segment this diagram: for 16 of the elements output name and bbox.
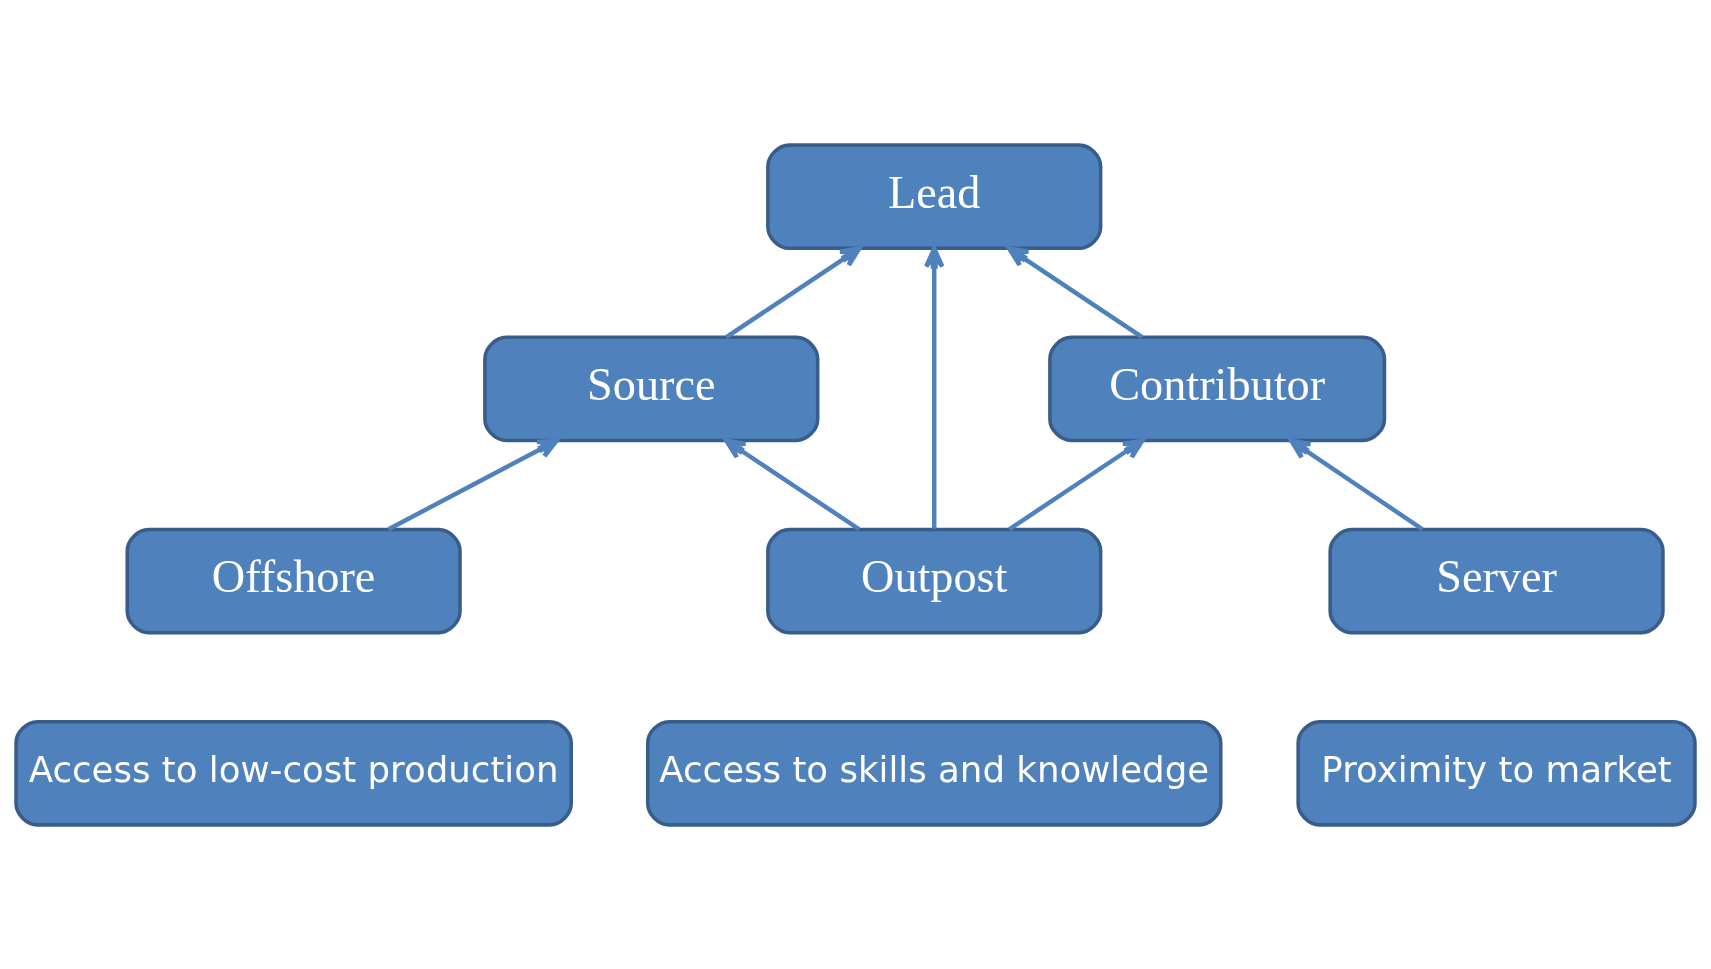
arrow — [387, 437, 559, 531]
node-box: Lead — [766, 142, 1103, 250]
arrow — [1008, 437, 1145, 531]
node-box: Outpost — [766, 527, 1103, 634]
arrow — [1288, 437, 1424, 531]
node-box: Access to skills and knowledge — [645, 719, 1223, 827]
node-box: Offshore — [125, 527, 462, 634]
node-box: Access to low-cost production — [14, 719, 573, 827]
arrow — [924, 245, 945, 529]
node-box: Proximity to market — [1296, 719, 1697, 827]
node-box: Source — [483, 335, 820, 442]
arrow — [1006, 245, 1144, 339]
node-box: Contributor — [1048, 335, 1387, 442]
node-box: Server — [1328, 527, 1665, 634]
arrow — [725, 245, 862, 339]
arrow — [724, 437, 861, 531]
